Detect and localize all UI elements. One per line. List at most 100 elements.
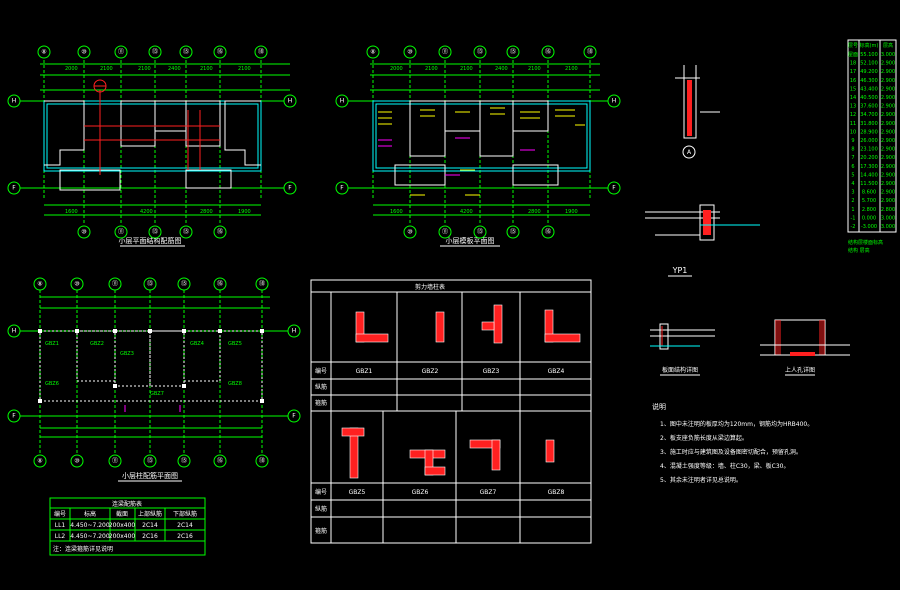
svg-text:⑪: ⑪ [442, 228, 448, 236]
beam-table-cell: 4.450~7.200 [70, 522, 110, 529]
svg-text:⑱: ⑱ [259, 280, 265, 288]
svg-text:⑧: ⑧ [41, 49, 46, 56]
svg-text:⑩: ⑩ [81, 49, 86, 56]
svg-text:GBZ6: GBZ6 [45, 381, 59, 387]
col-table-id: GBZ1 [356, 368, 373, 375]
levels-row-elevation: 55.100 [860, 52, 878, 58]
svg-text:GBZ4: GBZ4 [190, 341, 204, 347]
levels-row-height: 2.900 [881, 155, 895, 161]
svg-text:H: H [292, 328, 297, 335]
levels-row-elevation: 26.000 [860, 138, 878, 144]
levels-row-floor: 9 [851, 138, 854, 144]
levels-row-floor: -1 [851, 215, 856, 221]
svg-text:4200: 4200 [460, 209, 473, 215]
svg-text:⑱: ⑱ [258, 48, 264, 56]
levels-row-elevation: 0.000 [862, 215, 876, 221]
svg-text:H: H [12, 328, 17, 335]
levels-row-floor: 7 [851, 155, 854, 161]
levels-row-height: 2.900 [881, 86, 895, 92]
svg-text:GBZ3: GBZ3 [120, 351, 134, 357]
svg-text:2000: 2000 [390, 66, 403, 72]
svg-text:⑯: ⑯ [545, 48, 551, 56]
levels-header-cell: 层号 [848, 43, 858, 49]
svg-text:⑩: ⑩ [407, 49, 412, 56]
detail-slab: 板面结构详图 [650, 323, 715, 376]
note-item: 3、施工时应与建筑图及设备图密切配合，预留孔洞。 [660, 448, 802, 456]
svg-text:⑬: ⑬ [152, 228, 158, 236]
levels-row-elevation: 40.500 [860, 95, 878, 101]
beam-table-cell: 200x400 [109, 522, 136, 529]
col-table-row-header: 纵筋 [315, 383, 327, 391]
levels-row-elevation: 8.600 [862, 190, 876, 196]
plan-1-title: 小层平面结构配筋图 [119, 236, 182, 245]
svg-text:H: H [340, 98, 345, 105]
column-table-title: 剪力墙柱表 [415, 283, 445, 291]
levels-row-elevation: 20.200 [860, 155, 878, 161]
levels-row-height: 2.900 [881, 112, 895, 118]
svg-text:F: F [12, 185, 16, 192]
svg-text:GBZ8: GBZ8 [228, 381, 242, 387]
levels-row-floor: 10 [850, 129, 856, 135]
beam-table-cell: LL2 [55, 533, 66, 540]
svg-text:F: F [292, 413, 296, 420]
levels-row-floor: -2 [851, 224, 856, 230]
col-table-id: GBZ8 [548, 489, 565, 496]
beam-table-cell: 截面 [116, 510, 128, 518]
svg-text:GBZ7: GBZ7 [150, 391, 164, 397]
col-table-row-header: 编号 [315, 367, 327, 375]
detail-section-a: A [675, 65, 720, 159]
levels-row-height: 2.900 [881, 181, 895, 187]
svg-text:⑯: ⑯ [217, 48, 223, 56]
levels-row-elevation: 11.500 [860, 181, 878, 187]
svg-text:4200: 4200 [140, 209, 153, 215]
note-item: 1、图中未注明的板厚均为120mm，钢筋均为HRB400。 [660, 420, 813, 428]
svg-text:F: F [612, 185, 616, 192]
beam-table-cell: 2C16 [142, 533, 158, 540]
detail-2-title: 板面结构详图 [662, 366, 698, 374]
notes-title: 说明 [652, 402, 666, 411]
levels-row-elevation: 49.200 [860, 69, 878, 75]
svg-text:⑪: ⑪ [442, 48, 448, 56]
svg-text:⑬: ⑬ [477, 48, 483, 56]
levels-row-floor: 12 [850, 112, 856, 118]
svg-text:1900: 1900 [238, 209, 251, 215]
levels-row-height: 2.900 [881, 147, 895, 153]
svg-text:⑯: ⑯ [217, 228, 223, 236]
beam-table-cell: 标高 [84, 510, 96, 518]
beam-table-note: 注：连梁箍筋详见说明 [53, 545, 113, 553]
levels-row-elevation: 17.300 [860, 164, 878, 170]
levels-header-cell: 层高 [883, 42, 893, 49]
levels-row-floor: 2 [851, 198, 854, 204]
svg-text:2100: 2100 [460, 66, 473, 72]
svg-text:⑯: ⑯ [217, 280, 223, 288]
svg-text:F: F [12, 413, 16, 420]
levels-row-height: 2.900 [881, 121, 895, 127]
levels-row-floor: 4 [851, 181, 854, 187]
svg-text:⑯: ⑯ [217, 457, 223, 465]
levels-row-elevation: 31.800 [860, 121, 878, 127]
svg-text:⑪: ⑪ [118, 48, 124, 56]
svg-text:2100: 2100 [138, 66, 151, 72]
column-table: 剪力墙柱表 [310, 279, 592, 544]
svg-text:⑬: ⑬ [477, 228, 483, 236]
levels-row-height: 2.900 [881, 61, 895, 67]
svg-text:F: F [288, 185, 292, 192]
svg-text:2100: 2100 [100, 66, 113, 72]
levels-row-floor: 1 [851, 207, 854, 213]
levels-row-floor: 6 [851, 164, 854, 170]
levels-row-height: 2.900 [881, 198, 895, 204]
svg-text:⑪: ⑪ [112, 457, 118, 465]
levels-row-height: 2.900 [881, 78, 895, 84]
levels-footer-1: 结构层楼面标高 [848, 239, 883, 246]
levels-table [847, 39, 897, 233]
plan-3: GBZ1 GBZ2 GBZ3 GBZ4 GBZ5 GBZ6 GBZ7 GBZ8 … [7, 277, 301, 482]
svg-text:⑬: ⑬ [147, 280, 153, 288]
levels-header-cell: 标高(m) [860, 42, 879, 49]
beam-table-cell: 2C14 [177, 522, 193, 529]
beam-table-cell: 2C14 [142, 522, 158, 529]
beam-table-cell: 4.450~7.200 [70, 533, 110, 540]
svg-text:⑮: ⑮ [183, 228, 189, 236]
svg-text:⑱: ⑱ [587, 48, 593, 56]
levels-row-height: 2.900 [881, 69, 895, 75]
